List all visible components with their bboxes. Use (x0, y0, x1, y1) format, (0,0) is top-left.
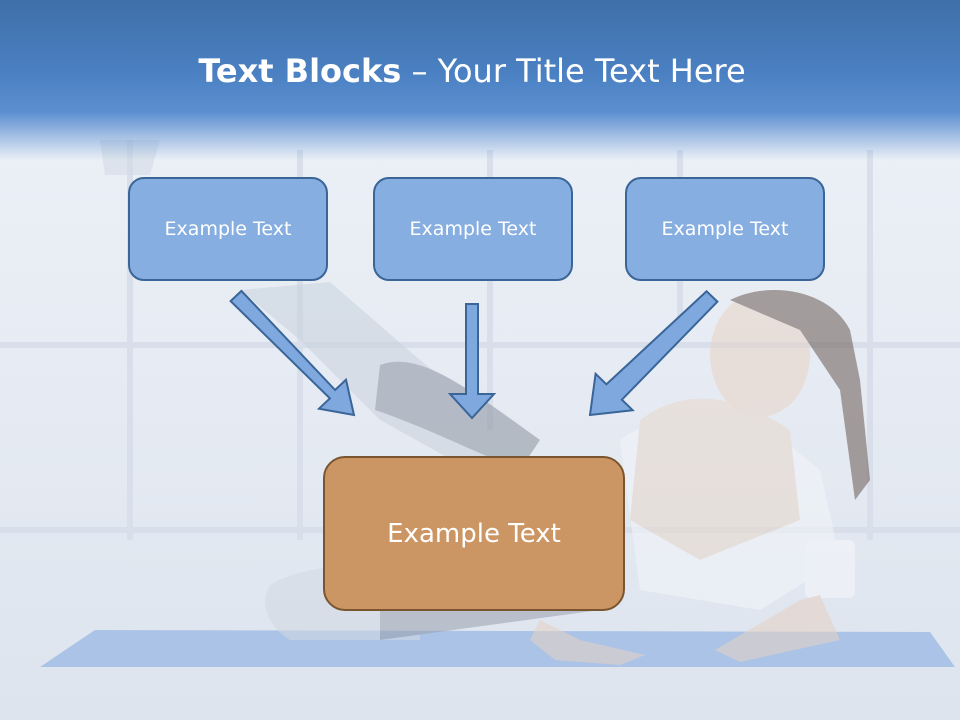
arrow-middle-down (447, 303, 497, 420)
text-box-top-left[interactable]: Example Text (128, 177, 328, 281)
arrow-right-down-left (588, 289, 719, 417)
text-box-top-right-label: Example Text (661, 218, 789, 240)
title-rest-text: Your Title Text Here (437, 52, 746, 90)
arrow-left-down-right (229, 289, 356, 417)
text-box-top-left-label: Example Text (164, 218, 292, 240)
text-box-center-label: Example Text (387, 518, 561, 549)
title-separator: – (401, 52, 438, 90)
text-box-top-middle-label: Example Text (409, 218, 537, 240)
text-box-top-right[interactable]: Example Text (625, 177, 825, 281)
title-bold-text: Text Blocks (198, 52, 402, 90)
text-box-top-middle[interactable]: Example Text (373, 177, 573, 281)
slide-title: Text Blocks – Your Title Text Here (0, 52, 944, 90)
title-bar (0, 0, 960, 160)
text-box-center[interactable]: Example Text (323, 456, 625, 611)
